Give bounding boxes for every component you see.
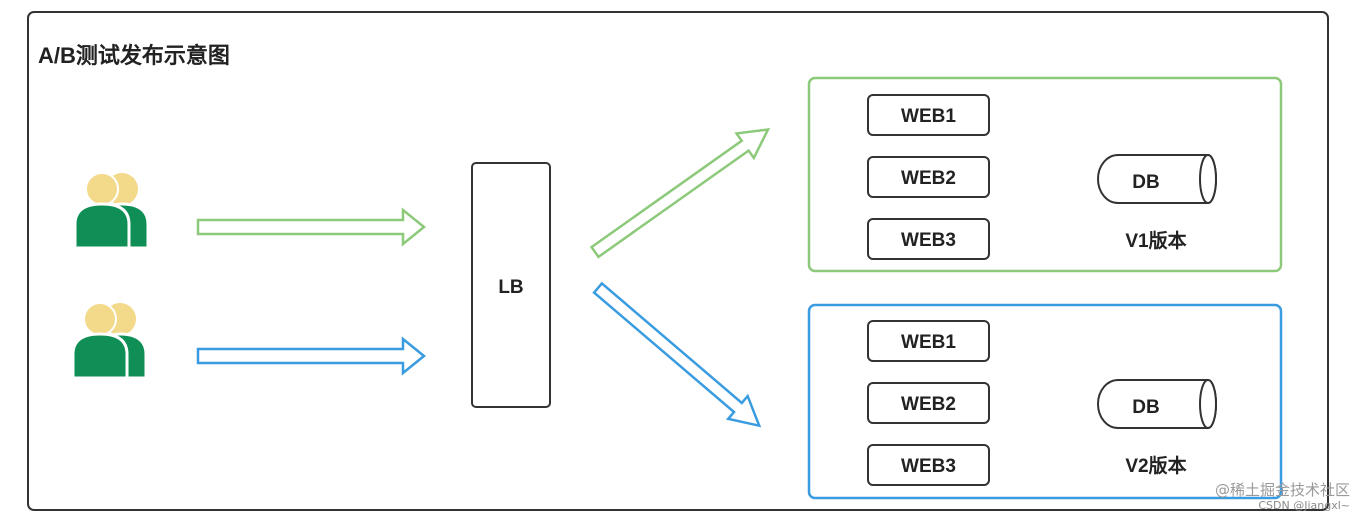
watermark: @稀土掘金技术社区 CSDN @Jiangxl~	[1215, 482, 1350, 514]
server-label: WEB1	[901, 106, 956, 127]
database-label: DB	[1132, 172, 1159, 193]
blue-diagonal-arrow-icon	[592, 281, 762, 428]
server-label: WEB2	[901, 168, 956, 189]
server-label: WEB3	[901, 230, 956, 251]
server-box	[867, 94, 990, 136]
diagram-title: A/B测试发布示意图	[38, 43, 230, 68]
server-label: WEB3	[901, 456, 956, 477]
version-label: V1版本	[1125, 229, 1186, 252]
database-icon	[1097, 379, 1217, 429]
database-label: DB	[1132, 397, 1159, 418]
server-label: WEB2	[901, 394, 956, 415]
load-balancer-box	[471, 162, 551, 408]
user-group-icon	[71, 302, 148, 380]
green-diagonal-arrow-icon	[589, 127, 771, 259]
database-icon	[1097, 154, 1217, 204]
server-box	[867, 156, 990, 198]
server-box	[867, 444, 990, 486]
server-box	[867, 218, 990, 260]
green-arrow-icon	[196, 207, 426, 247]
watermark-line: @稀土掘金技术社区	[1214, 481, 1350, 499]
blue-arrow-icon	[196, 336, 426, 376]
user-group-icon	[73, 172, 150, 250]
load-balancer-label: LB	[498, 277, 523, 298]
watermark-line: CSDN @Jiangxl~	[1258, 499, 1350, 512]
version-label: V2版本	[1125, 454, 1186, 477]
server-label: WEB1	[901, 332, 956, 353]
server-box	[867, 320, 990, 362]
server-box	[867, 382, 990, 424]
